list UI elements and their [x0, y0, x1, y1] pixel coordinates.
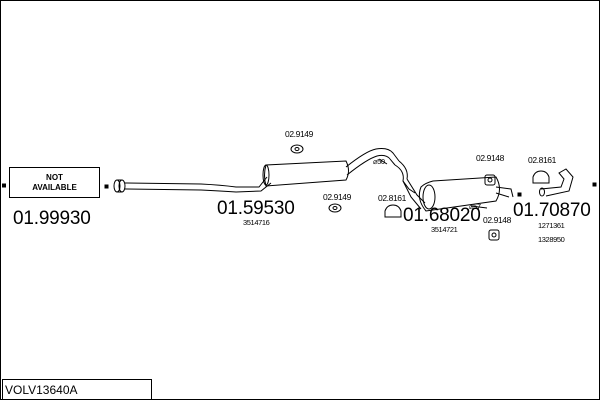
oe-number-4b: 1328950	[538, 235, 565, 244]
part-number-2[interactable]: 01.59530	[217, 198, 295, 219]
rear-silencer	[418, 176, 514, 212]
accessory-1[interactable]: 02.9149	[285, 129, 313, 139]
marker-right	[517, 192, 522, 197]
not-available-line1: NOT	[46, 172, 63, 182]
hanger-a6	[488, 229, 500, 241]
middle-silencer	[262, 148, 416, 194]
clamp-a3	[384, 204, 402, 218]
hanger-a4	[484, 174, 496, 186]
leader-d1	[378, 158, 388, 165]
accessory-2[interactable]: 02.9149	[323, 192, 351, 202]
tail-pipe	[539, 168, 574, 197]
part-number-4[interactable]: 01.70870	[513, 200, 591, 221]
oe-number-2: 3514716	[243, 218, 270, 227]
dimension-2: ⌀57	[469, 202, 481, 211]
accessory-4[interactable]: 02.9148	[476, 153, 504, 163]
marker-mid	[104, 184, 109, 189]
not-available-box: NOT AVAILABLE	[9, 167, 100, 198]
oe-number-4a: 1271361	[538, 221, 565, 230]
hanger-a1	[290, 144, 304, 154]
front-pipe	[124, 176, 272, 193]
accessory-3[interactable]: 02.8161	[378, 193, 406, 203]
reference-box: VOLV13640A	[2, 379, 152, 400]
leader-d2	[470, 205, 488, 209]
front-flange	[113, 179, 126, 193]
rear-pipe	[402, 178, 426, 210]
hanger-a2	[328, 203, 342, 213]
part-number-3[interactable]: 01.68020	[403, 205, 481, 226]
clamp-a5	[532, 170, 550, 184]
marker-left	[2, 183, 6, 188]
oe-number-3: 3514721	[431, 225, 458, 234]
reference-code: VOLV13640A	[5, 383, 78, 397]
not-available-line2: AVAILABLE	[32, 182, 77, 192]
accessory-6[interactable]: 02.9148	[483, 215, 511, 225]
marker-edge	[592, 182, 597, 187]
dimension-1: ⌀50	[373, 157, 385, 166]
accessory-5[interactable]: 02.8161	[528, 155, 556, 165]
part-number-1[interactable]: 01.99930	[13, 208, 91, 229]
